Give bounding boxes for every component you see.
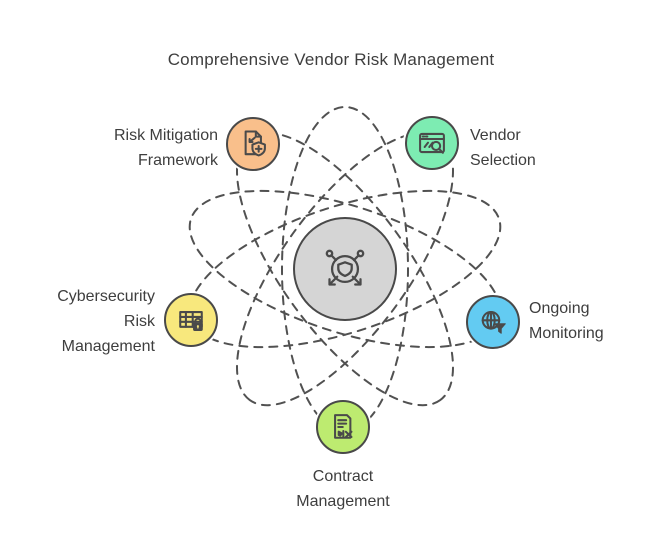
label-line: Contract bbox=[312, 468, 374, 485]
browser-search-icon bbox=[419, 132, 445, 154]
orbit-ellipse bbox=[235, 131, 455, 407]
label-line: Vendor bbox=[470, 127, 521, 144]
diagram-title: Comprehensive Vendor Risk Management bbox=[167, 50, 495, 69]
label-line: Cybersecurity bbox=[57, 288, 155, 305]
label-line: Monitoring bbox=[529, 325, 604, 342]
label-line: Risk bbox=[123, 313, 155, 330]
node-label-risk-mitigation-framework: Risk Mitigation Framework bbox=[0, 123, 218, 173]
node-label-vendor-selection: Vendor Selection bbox=[470, 123, 536, 173]
orbit-ellipse bbox=[235, 131, 455, 407]
label-line: Ongoing bbox=[529, 300, 590, 317]
node-cybersecurity-risk-management bbox=[164, 293, 218, 347]
node-risk-mitigation-framework bbox=[226, 117, 280, 171]
label-line: Management bbox=[296, 493, 390, 510]
node-label-contract-management: Contract Management bbox=[243, 464, 443, 514]
label-line: Risk Mitigation bbox=[113, 127, 218, 144]
table-lock-icon bbox=[179, 311, 203, 331]
label-line: Selection bbox=[470, 152, 536, 169]
node-label-ongoing-monitoring: Ongoing Monitoring bbox=[529, 296, 604, 346]
node-contract-management bbox=[316, 400, 370, 454]
node-label-cybersecurity-risk-management: Cybersecurity Risk Management bbox=[0, 284, 155, 359]
central-hub bbox=[293, 217, 397, 321]
contract-signature-icon bbox=[334, 414, 353, 439]
node-vendor-selection bbox=[405, 116, 459, 170]
label-line: Management bbox=[61, 338, 155, 355]
globe-filter-icon bbox=[481, 311, 506, 334]
label-line: Framework bbox=[137, 152, 218, 169]
node-ongoing-monitoring bbox=[466, 295, 520, 349]
shield-network-hub-icon bbox=[325, 249, 365, 286]
document-shield-plus-icon bbox=[244, 130, 266, 157]
